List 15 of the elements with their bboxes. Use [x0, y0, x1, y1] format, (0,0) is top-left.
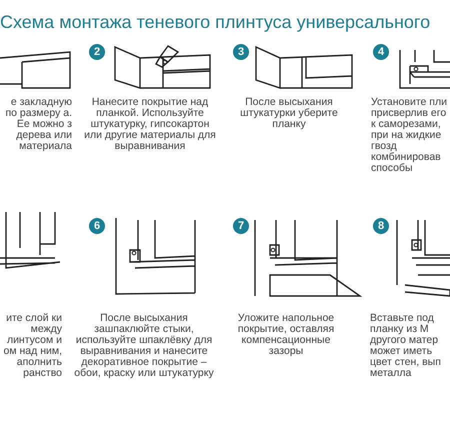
step-number-badge: 4: [373, 44, 389, 60]
step-number-badge: 6: [89, 218, 105, 234]
diagram-title: Схема монтажа теневого плинтуса универсального: [0, 12, 430, 33]
step-description: е закладную по размеру а. Ее можно з дерева или материала: [4, 97, 72, 152]
step-description: Уложите напольное покрытие, оставляя компенсационные зазоры: [236, 313, 336, 357]
step-description: Вставьте под планку из М другого матер может иметь цвет стен, вып металла: [370, 313, 442, 379]
step-description: Установите пли присверлив его к саморезами, при на жидкие гвозд комбинировав способы: [371, 97, 448, 174]
step-description: После высыхания штукатурки уберите планку: [239, 97, 339, 130]
step-description: Нанесите покрытие над планкой. Используйте штукатурку, гипсокартон или другие материалы для выравнивания: [84, 97, 216, 152]
step-number-badge: 8: [373, 218, 389, 234]
step-number-badge: 2: [89, 44, 105, 60]
step-number-badge: 7: [233, 218, 249, 234]
step-number-badge: 3: [233, 44, 249, 60]
step-description: ите слой ки между линтусом и ом над ним, аполнить ранство: [2, 313, 62, 379]
step-description: После высыхания зашпаклюйте стыки, используйте шпаклёвку для выравнивания и нанесите декоративное покрытие – обои, краску или штукатурку: [74, 313, 214, 379]
